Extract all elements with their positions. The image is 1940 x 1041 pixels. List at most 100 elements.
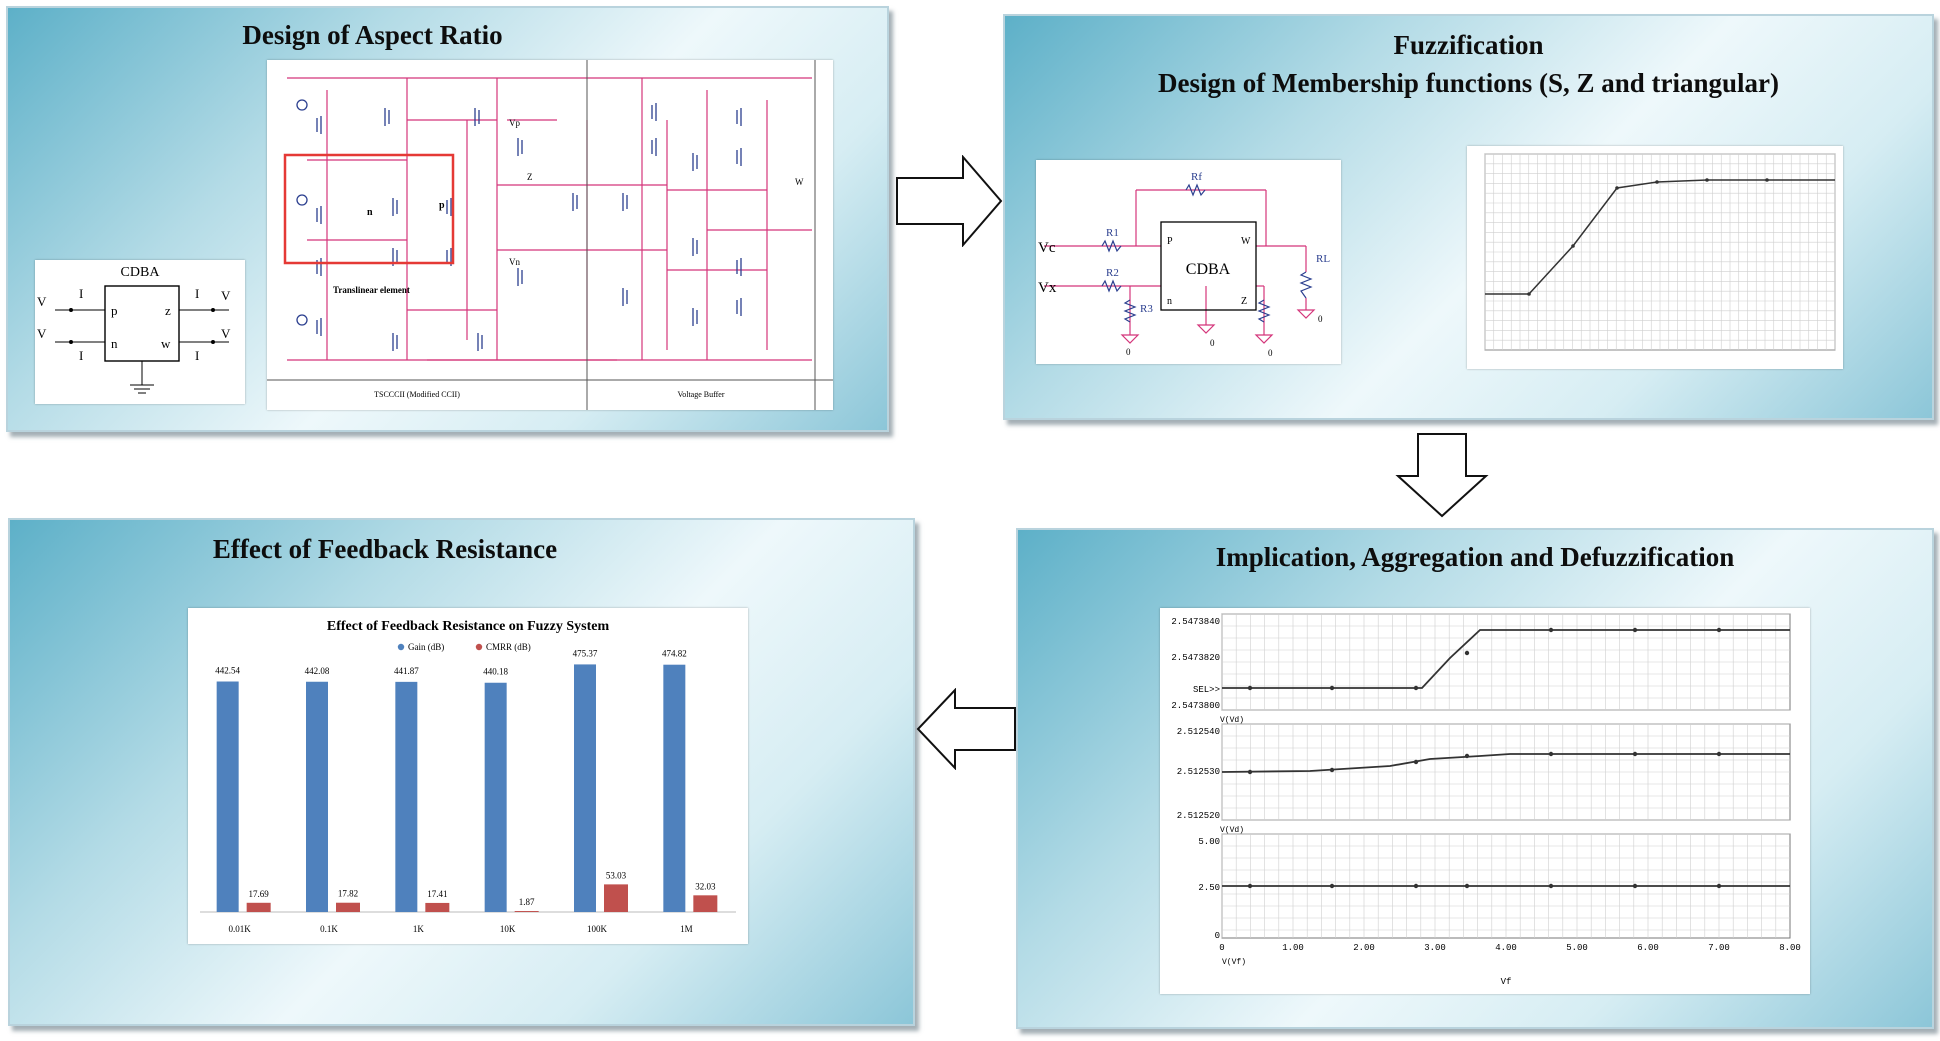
r2: R2 [1106, 267, 1119, 279]
port-p: p [111, 303, 118, 318]
x-tick-label: 4.00 [1495, 943, 1517, 953]
port-w: W [1241, 236, 1251, 247]
legend-swatch-gain [397, 643, 405, 651]
bar-cmrr [514, 911, 539, 912]
legend-swatch-cmrr [475, 643, 483, 651]
panel-fuzzification: Fuzzification Design of Membership funct… [1003, 14, 1934, 420]
panel-implication: Implication, Aggregation and Defuzzifica… [1016, 528, 1934, 1029]
term-in: I [79, 348, 83, 363]
x-tick-label: 8.00 [1779, 943, 1801, 953]
data-label-cmrr: 1.87 [519, 897, 535, 907]
x-tick-label: 6.00 [1637, 943, 1659, 953]
bar-gain [306, 681, 328, 912]
footer-right: Voltage Buffer [677, 390, 724, 399]
chart-legend: Gain (dB) CMRR (dB) [397, 642, 531, 652]
term-vw: V [221, 326, 231, 341]
plot2-y-bot: 2.512520 [1177, 811, 1220, 821]
bar-cmrr [336, 902, 360, 912]
plot2-y-mid: 2.512530 [1177, 767, 1220, 777]
port-w: w [161, 336, 171, 351]
gnd-label: 0 [1126, 347, 1131, 357]
arrow-left-icon [916, 688, 1016, 770]
node-vn: Vn [509, 257, 520, 267]
cdba-label: CDBA [121, 265, 161, 280]
term-iw: I [195, 348, 199, 363]
x-tick-label: 3.00 [1424, 943, 1446, 953]
x-tick-label: 7.00 [1708, 943, 1730, 953]
plot3-trace: V(Vf) [1222, 958, 1246, 967]
bar-gain [395, 681, 418, 912]
arrow-down-icon [1395, 433, 1489, 518]
data-label-gain: 474.82 [662, 649, 687, 659]
panel-title: Implication, Aggregation and Defuzzifica… [1215, 542, 1735, 572]
data-label-cmrr: 17.82 [338, 889, 358, 899]
node-n: n [367, 207, 373, 218]
r1: R1 [1106, 227, 1119, 239]
node-vp: Vp [509, 118, 520, 128]
data-label-cmrr: 53.03 [606, 870, 627, 880]
node-p: p [439, 200, 445, 211]
plot2-y-top: 2.512540 [1177, 727, 1220, 737]
bar-cmrr [604, 884, 628, 912]
plot2-trace: V(Vd) [1220, 826, 1244, 835]
x-tick-label: 0 [1219, 943, 1224, 953]
cdba-symbol: CDBA p n z w V V I I I I V V [35, 260, 245, 404]
input-vc: Vc [1038, 240, 1056, 256]
plot3-y-mid: 2.50 [1198, 883, 1220, 893]
port-z: Z [1241, 296, 1247, 307]
plot3-y-bot: 0 [1215, 931, 1220, 941]
data-label-gain: 441.87 [394, 666, 419, 676]
bar-cmrr [693, 895, 718, 912]
input-vx: Vx [1038, 280, 1057, 296]
data-label-gain: 442.08 [305, 666, 330, 676]
panel-title: Design of Aspect Ratio [242, 20, 503, 50]
data-label-cmrr: 32.03 [695, 881, 716, 891]
port-n: n [111, 336, 118, 351]
translinear-label: Translinear element [333, 285, 410, 295]
r3: R3 [1140, 303, 1153, 315]
gnd-label: 0 [1318, 314, 1323, 324]
panel-title-line1: Fuzzification [1393, 30, 1544, 60]
category-label: 0.1K [320, 924, 338, 934]
data-label-cmrr: 17.69 [249, 889, 270, 899]
bar-cmrr [425, 902, 450, 912]
defuzz-plot: 2.5473840 2.5473820 2.5473800 SEL>> V(Vd… [1160, 608, 1810, 994]
category-label: 0.01K [229, 924, 252, 934]
bar-gain [663, 664, 686, 912]
port-n: n [1167, 296, 1172, 307]
fuzzy-circuit: CDBA P W n Z Vc Vx R1 R2 R3 Rf RL 0 0 0 … [1036, 160, 1341, 364]
transistor-schematic: n p Vp Vn Z W Translinear element TSCCCI… [267, 60, 833, 410]
term-iz: I [195, 286, 199, 301]
category-label: 100K [587, 924, 608, 934]
membership-plot [1467, 146, 1843, 369]
legend-label-gain: Gain (dB) [408, 642, 444, 652]
gnd-label: 0 [1210, 338, 1215, 348]
panel-aspect-ratio: Design of Aspect Ratio CDBA p n z w V V … [6, 6, 889, 432]
panel-title: Effect of Feedback Resistance [212, 534, 558, 564]
term-vn: V [37, 326, 47, 341]
data-label-gain: 442.54 [215, 666, 240, 676]
bar-gain [484, 682, 507, 912]
bar-cmrr [246, 902, 271, 912]
data-label-gain: 440.18 [483, 667, 508, 677]
plot3-y-top: 5.00 [1198, 837, 1220, 847]
plot1-y-mid: 2.5473820 [1171, 653, 1220, 663]
term-ip: I [79, 286, 83, 301]
bar-gain [216, 681, 239, 912]
panel-feedback-resistance: Effect of Feedback Resistance Effect of … [8, 518, 915, 1026]
bar-gain [574, 664, 596, 912]
node-w: W [795, 177, 804, 187]
x-axis-label: Vf [1501, 977, 1512, 987]
arrow-right-icon [896, 155, 1003, 247]
plot1-marker: SEL>> [1193, 685, 1220, 695]
x-tick-label: 1.00 [1282, 943, 1304, 953]
gnd-label: 0 [1268, 348, 1273, 358]
cdba-block: CDBA [1186, 261, 1231, 278]
port-p: P [1167, 236, 1173, 247]
category-label: 10K [500, 924, 516, 934]
data-label-cmrr: 17.41 [427, 889, 447, 899]
feedback-chart: Effect of Feedback Resistance on Fuzzy S… [188, 608, 748, 944]
footer-left: TSCCCII (Modified CCII) [374, 390, 460, 399]
panel-title-line2: Design of Membership functions (S, Z and… [1157, 68, 1780, 98]
chart-title: Effect of Feedback Resistance on Fuzzy S… [327, 619, 610, 634]
